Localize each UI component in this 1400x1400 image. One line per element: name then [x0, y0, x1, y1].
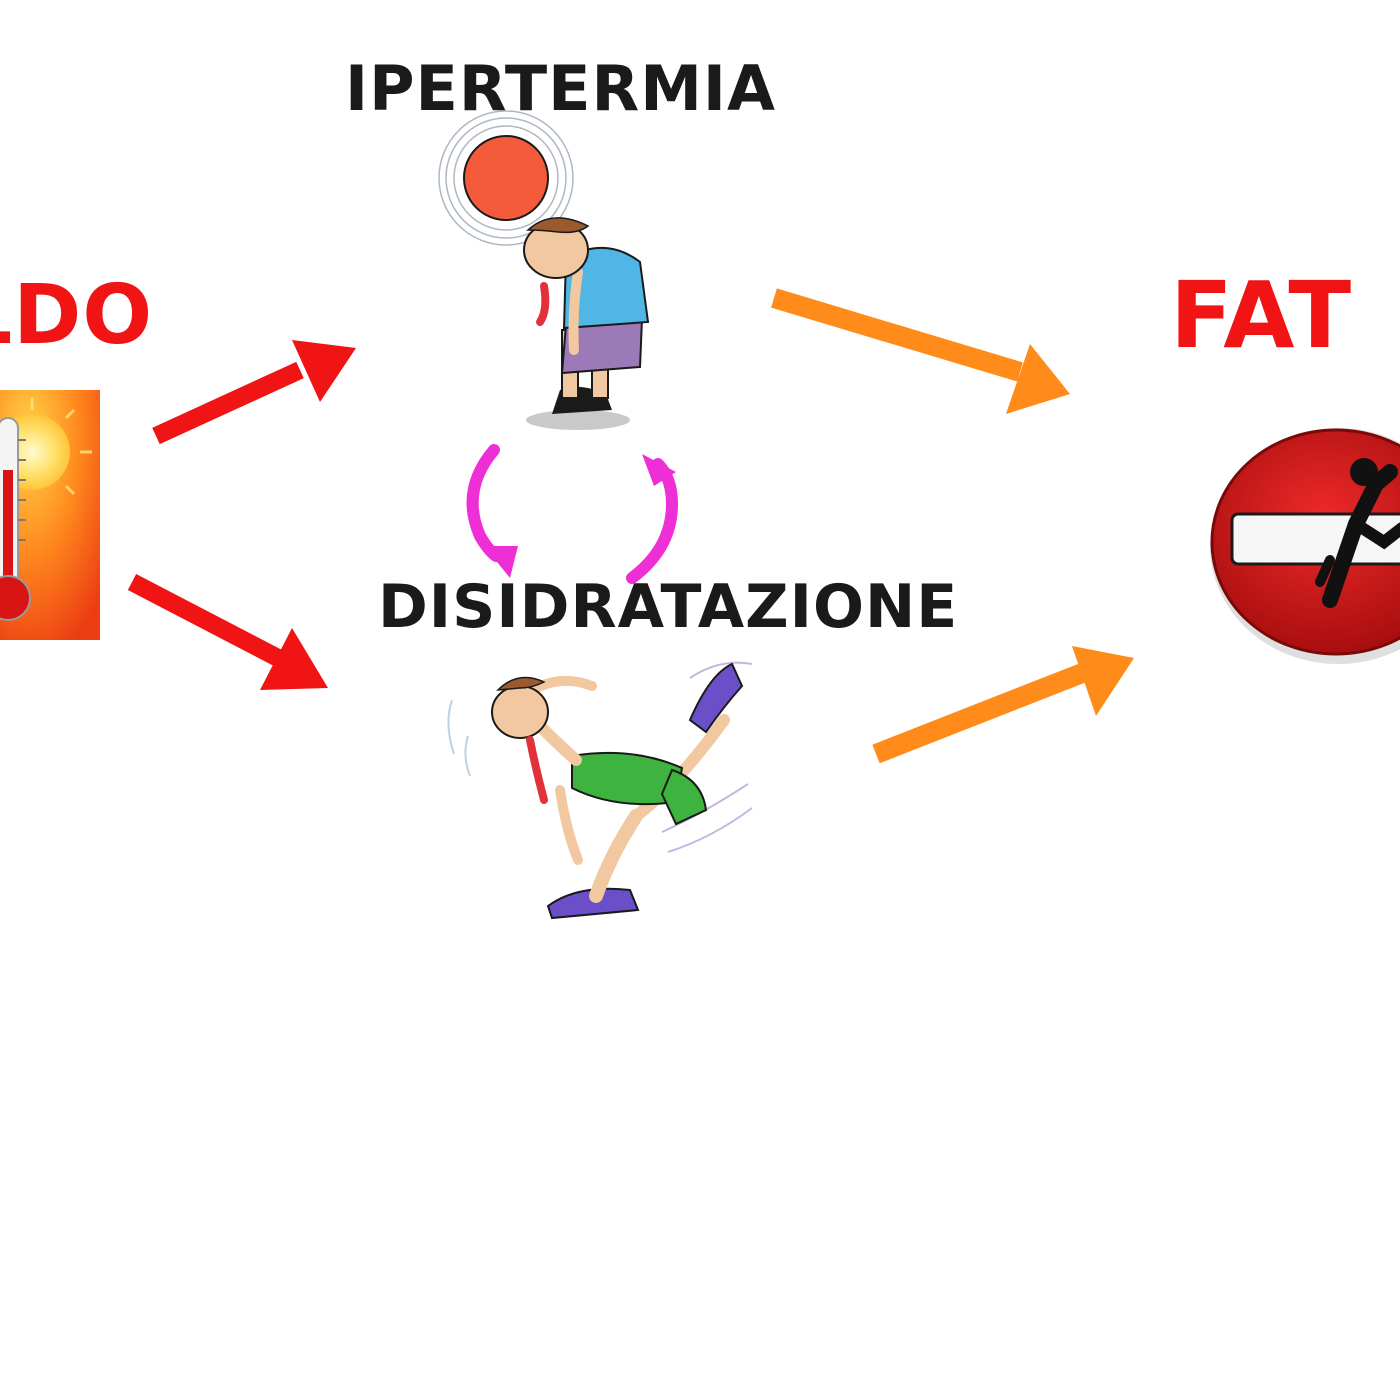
- overheated-athlete-icon: [438, 110, 650, 430]
- node-label-disidratazione: Disidratazione: [378, 572, 959, 642]
- thermometer-sun-icon: [0, 390, 100, 640]
- arrow-ipertermia-to-fatica: [771, 288, 1070, 414]
- node-label-fatica: Fat: [1170, 262, 1353, 369]
- arrow-disidratazione-to-fatica: [872, 646, 1134, 764]
- arrow-caldo-to-disidratazione: [127, 574, 328, 690]
- stop-sign-runner-icon: [1210, 428, 1400, 664]
- node-label-ipertermia: Ipertermia: [345, 52, 776, 125]
- arrow-ipertermia-to-disidratazione: [466, 444, 518, 578]
- node-label-caldo: ldo: [0, 268, 154, 363]
- arrow-disidratazione-to-ipertermia: [626, 454, 679, 584]
- collapsing-runner-icon: [447, 661, 753, 920]
- arrow-caldo-to-ipertermia: [152, 340, 356, 445]
